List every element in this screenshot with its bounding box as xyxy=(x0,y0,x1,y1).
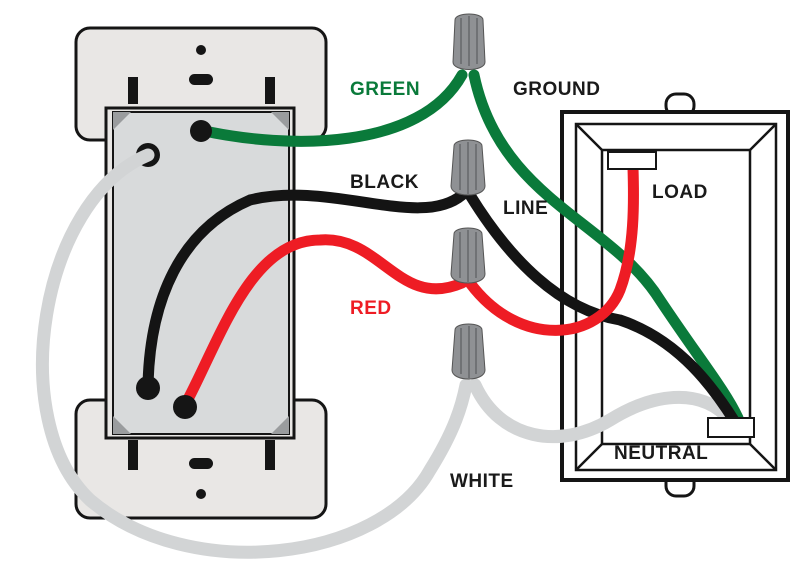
switch-terminal-load-icon xyxy=(173,395,197,419)
mount-slot-icon xyxy=(128,440,138,470)
red-wire-switch xyxy=(179,234,468,411)
wire-nut-red-icon xyxy=(450,227,486,284)
label-load: LOAD xyxy=(652,182,708,203)
box-edge xyxy=(749,123,777,151)
label-black: BLACK xyxy=(350,172,419,193)
box-inner xyxy=(574,122,778,472)
box-edge xyxy=(575,443,603,471)
box-edge xyxy=(749,443,777,471)
mount-slot-icon xyxy=(128,77,138,104)
label-green: GREEN xyxy=(350,79,420,100)
wires xyxy=(36,69,744,559)
switch-corner xyxy=(113,416,131,434)
wire-nut-ground-icon xyxy=(452,13,486,70)
wire-nut-black-icon xyxy=(450,139,486,196)
label-red: RED xyxy=(350,298,392,319)
black-wire-switch xyxy=(142,189,468,391)
screw-hole-icon xyxy=(196,45,206,55)
screw-hole-icon xyxy=(196,489,206,499)
box-edge xyxy=(575,123,603,151)
label-ground: GROUND xyxy=(513,79,600,100)
mount-slot-icon xyxy=(265,440,275,470)
label-line: LINE xyxy=(503,198,548,219)
switch-corner xyxy=(113,112,131,130)
label-white: WHITE xyxy=(450,471,514,492)
switch-corner xyxy=(271,112,289,130)
switch-assembly xyxy=(74,26,328,520)
mount-slot-icon xyxy=(265,77,275,104)
switch-terminal-ground-icon xyxy=(190,120,212,142)
neutral-terminal xyxy=(707,417,755,438)
wire-nut-white-icon xyxy=(451,323,486,380)
label-neutral: NEUTRAL xyxy=(614,443,708,464)
green-wire-ground xyxy=(468,69,744,424)
black-wire-line xyxy=(464,189,741,428)
box-back xyxy=(600,148,752,446)
white-wire-neutral xyxy=(468,378,737,444)
load-terminal xyxy=(607,151,657,170)
switch-terminal-line-icon xyxy=(136,376,160,400)
red-wire-load xyxy=(464,162,639,336)
mount-slot-icon xyxy=(189,458,213,469)
switch-corner xyxy=(271,416,289,434)
white-wire xyxy=(36,148,473,559)
green-wire-switch xyxy=(194,69,468,147)
mount-slot-icon xyxy=(189,74,213,85)
